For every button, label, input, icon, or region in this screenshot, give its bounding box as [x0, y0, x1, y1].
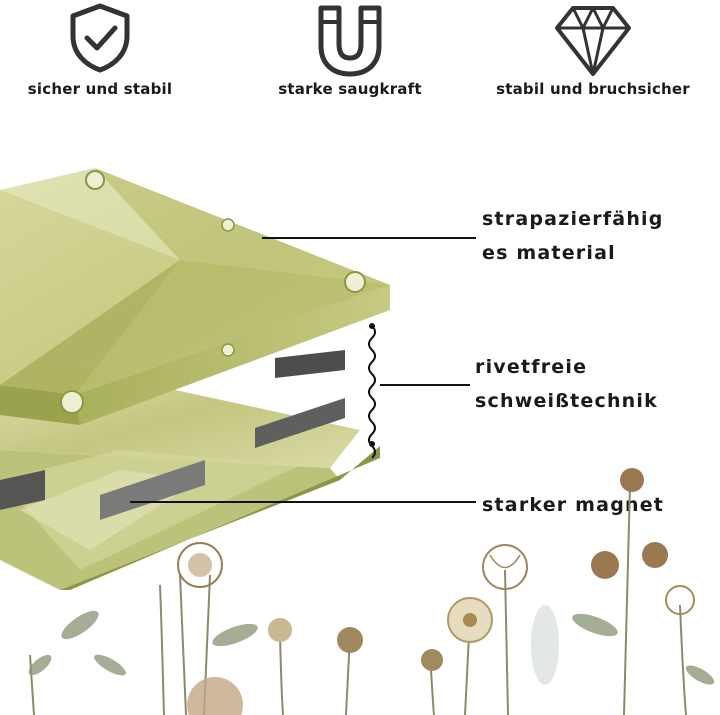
shield-check-icon	[70, 3, 130, 73]
callout-rivet-line2: schweißtechnik	[475, 390, 658, 412]
callout-rivet-line1: rivetfreie	[475, 356, 588, 378]
flower-heads	[177, 468, 695, 715]
flower-icon	[482, 544, 528, 590]
magnets	[0, 350, 345, 520]
callout-lines	[130, 237, 476, 503]
product-tile-illustration	[0, 168, 476, 590]
wildflower-decoration	[28, 468, 715, 715]
callout-magnet: starker magnet	[482, 494, 665, 516]
callout-material-line1: strapazierfähig	[482, 208, 664, 230]
magnet-bar	[0, 470, 45, 510]
upper-tile	[0, 168, 390, 425]
magnet-bar	[275, 350, 345, 378]
magnet-bar	[100, 460, 205, 520]
callout-material-line2: es material	[482, 242, 616, 264]
feature-safe-stable: sicher und stabil	[0, 0, 200, 110]
flower-icon	[177, 542, 223, 588]
feature-label: starke saugkraft	[278, 80, 422, 98]
diamond-icon	[555, 6, 631, 76]
feature-strong-suction: starke saugkraft	[240, 0, 460, 110]
magnet-icon	[318, 5, 382, 77]
magnet-bar	[255, 398, 345, 448]
leaves	[28, 605, 715, 685]
feature-label: stabil und bruchsicher	[496, 80, 690, 98]
flower-stems	[29, 484, 687, 715]
feature-label: sicher und stabil	[27, 80, 173, 98]
flower-icon	[620, 468, 644, 492]
feature-unbreakable: stabil und bruchsicher	[468, 0, 718, 110]
